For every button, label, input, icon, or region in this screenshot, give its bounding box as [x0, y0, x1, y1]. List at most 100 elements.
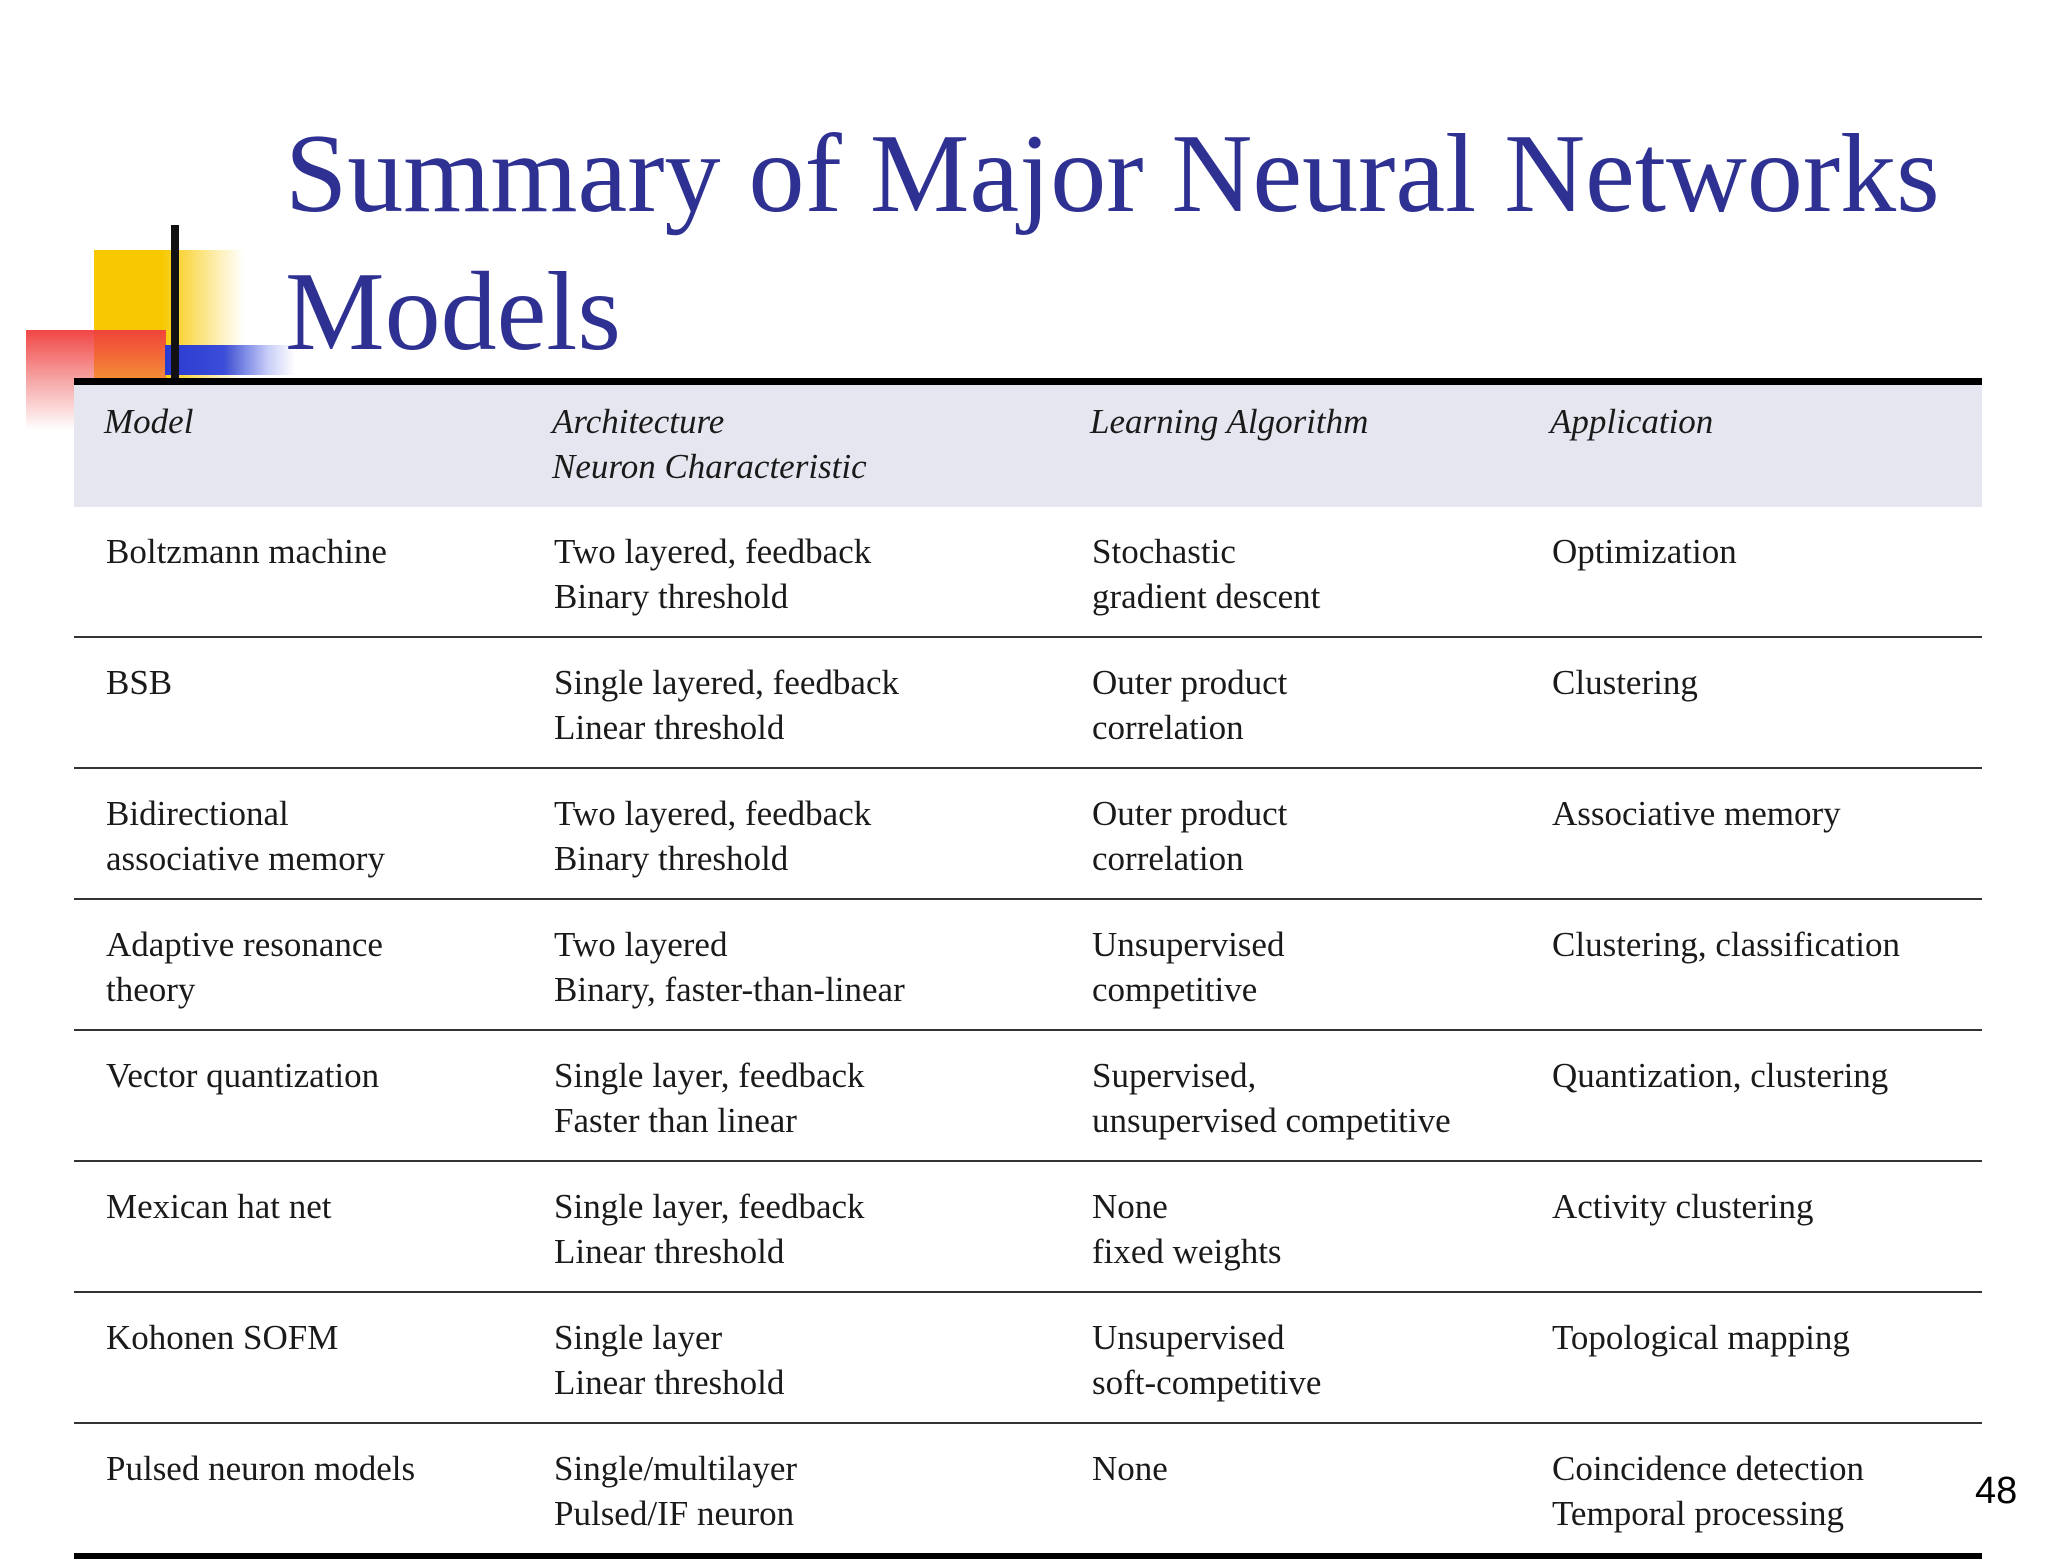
table-cell: Supervised, unsupervised competitive: [1060, 1030, 1520, 1162]
table-cell: Stochastic gradient descent: [1060, 507, 1520, 638]
table-cell: None: [1060, 1423, 1520, 1559]
table-cell: BSB: [74, 637, 522, 769]
table-cell: Pulsed neuron models: [74, 1423, 522, 1559]
cell-line: Bidirectional: [106, 794, 289, 833]
column-header: Application: [1520, 378, 1982, 507]
cell-line: BSB: [106, 663, 173, 702]
cell-line: Associative memory: [1552, 794, 1841, 833]
cell-line: Optimization: [1552, 532, 1737, 571]
cell-line: Learning Algorithm: [1090, 402, 1369, 441]
cell-line: competitive: [1092, 970, 1258, 1009]
table-cell: Adaptive resonance theory: [74, 899, 522, 1031]
column-header: Learning Algorithm: [1060, 378, 1520, 507]
cell-line: Linear threshold: [554, 1363, 785, 1402]
cell-line: Unsupervised: [1092, 1318, 1285, 1357]
page-number: 48: [1975, 1470, 2018, 1512]
cell-line: Faster than linear: [554, 1101, 797, 1140]
table-row: Vector quantization Single layer, feedbac…: [74, 1030, 1982, 1162]
cell-line: Temporal processing: [1552, 1494, 1845, 1533]
table-cell: Unsupervised competitive: [1060, 899, 1520, 1031]
cell-line: Neuron Characteristic: [552, 447, 867, 486]
cell-line: soft-competitive: [1092, 1363, 1322, 1402]
cell-line: Architecture: [552, 402, 725, 441]
cell-line: Two layered: [554, 925, 728, 964]
cell-line: Coincidence detection: [1552, 1449, 1864, 1488]
cell-line: correlation: [1092, 708, 1244, 747]
decor-blue-bar: [165, 345, 295, 375]
cell-line: Unsupervised: [1092, 925, 1285, 964]
table-cell: Clustering: [1520, 637, 1982, 769]
table-cell: Kohonen SOFM: [74, 1292, 522, 1424]
cell-line: Pulsed/IF neuron: [554, 1494, 795, 1533]
table-cell: Outer product correlation: [1060, 637, 1520, 769]
table-cell: None fixed weights: [1060, 1161, 1520, 1293]
cell-line: fixed weights: [1092, 1232, 1282, 1271]
cell-line: Outer product: [1092, 663, 1288, 702]
cell-line: Topological mapping: [1552, 1318, 1850, 1357]
table-cell: Activity clustering: [1520, 1161, 1982, 1293]
cell-line: Clustering, classification: [1552, 925, 1900, 964]
table-cell: Bidirectional associative memory: [74, 768, 522, 900]
cell-line: Two layered, feedback: [554, 532, 872, 571]
cell-line: theory: [106, 970, 196, 1009]
cell-line: Application: [1550, 402, 1714, 441]
cell-line: Single layer, feedback: [554, 1187, 865, 1226]
cell-line: Outer product: [1092, 794, 1288, 833]
cell-line: Quantization, clustering: [1552, 1056, 1889, 1095]
column-header: Model: [74, 378, 522, 507]
cell-line: gradient descent: [1092, 577, 1321, 616]
table-cell: Clustering, classification: [1520, 899, 1982, 1031]
table-cell: Vector quantization: [74, 1030, 522, 1162]
cell-line: Boltzmann machine: [106, 532, 387, 571]
table-cell: Optimization: [1520, 507, 1982, 638]
cell-line: Clustering: [1552, 663, 1698, 702]
cell-line: Binary, faster-than-linear: [554, 970, 905, 1009]
cell-line: Single layer: [554, 1318, 723, 1357]
cell-line: Linear threshold: [554, 708, 785, 747]
table-cell: Unsupervised soft-competitive: [1060, 1292, 1520, 1424]
cell-line: Linear threshold: [554, 1232, 785, 1271]
cell-line: Stochastic: [1092, 532, 1236, 571]
cell-line: associative memory: [106, 839, 385, 878]
table-cell: Associative memory: [1520, 768, 1982, 900]
table-row: Bidirectional associative memory Two layer…: [74, 768, 1982, 900]
table-cell: Outer product correlation: [1060, 768, 1520, 900]
cell-line: correlation: [1092, 839, 1244, 878]
cell-line: Binary threshold: [554, 577, 789, 616]
cell-line: Single layered, feedback: [554, 663, 899, 702]
cell-line: Pulsed neuron models: [106, 1449, 416, 1488]
cell-line: None: [1092, 1449, 1168, 1488]
cell-line: Single/multilayer: [554, 1449, 798, 1488]
decor-vertical-line: [171, 225, 179, 385]
cell-line: Single layer, feedback: [554, 1056, 865, 1095]
cell-line: Model: [104, 402, 194, 441]
cell-line: Kohonen SOFM: [106, 1318, 339, 1357]
cell-line: Two layered, feedback: [554, 794, 872, 833]
table-cell: Quantization, clustering: [1520, 1030, 1982, 1162]
cell-line: Vector quantization: [106, 1056, 380, 1095]
cell-line: Binary threshold: [554, 839, 789, 878]
cell-line: Supervised,: [1092, 1056, 1257, 1095]
table-cell: Boltzmann machine: [74, 507, 522, 638]
cell-line: unsupervised competitive: [1092, 1101, 1451, 1140]
cell-line: None: [1092, 1187, 1168, 1226]
cell-line: Adaptive resonance: [106, 925, 383, 964]
